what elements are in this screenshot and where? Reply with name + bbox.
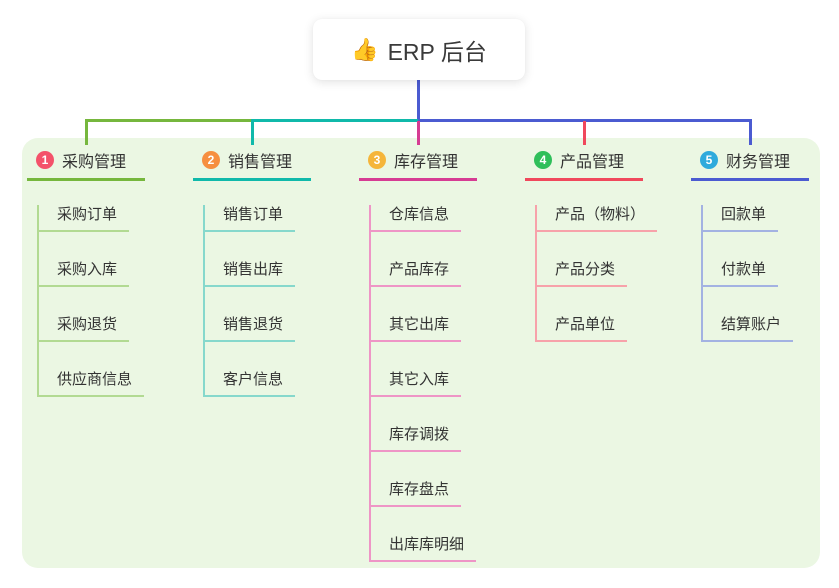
branch-title[interactable]: 5 财务管理 [691, 145, 809, 181]
branch-title[interactable]: 2 销售管理 [193, 145, 311, 181]
subtopic-付款单[interactable]: 付款单 [703, 260, 779, 287]
subtopic-客户信息[interactable]: 客户信息 [205, 370, 296, 397]
branch-number-badge: 5 [700, 151, 718, 169]
branch-财务管理: 5 财务管理 回款单付款单结算账户 [691, 145, 809, 342]
branch-drop-line-4 [583, 121, 586, 145]
subtopic-产品单位[interactable]: 产品单位 [537, 315, 628, 342]
subtopic-销售出库[interactable]: 销售出库 [205, 260, 296, 287]
subtopic-库存盘点[interactable]: 库存盘点 [371, 480, 462, 507]
branch-children: 回款单付款单结算账户 [701, 205, 794, 342]
root-topic-label: ERP 后台 [387, 38, 487, 65]
branch-drop-line-2 [251, 121, 254, 145]
branch-title[interactable]: 1 采购管理 [27, 145, 145, 181]
subtopic-结算账户[interactable]: 结算账户 [703, 315, 794, 342]
branch-title-label: 采购管理 [62, 154, 127, 171]
subtopic-采购订单[interactable]: 采购订单 [39, 205, 130, 232]
subtopic-仓库信息[interactable]: 仓库信息 [371, 205, 462, 232]
branch-drop-line-5 [749, 121, 752, 145]
branch-title-label: 产品管理 [560, 154, 625, 171]
subtopic-其它入库[interactable]: 其它入库 [371, 370, 462, 397]
branch-title[interactable]: 3 库存管理 [359, 145, 477, 181]
branch-title-label: 销售管理 [228, 154, 293, 171]
subtopic-供应商信息[interactable]: 供应商信息 [39, 370, 145, 397]
subtopic-产品分类[interactable]: 产品分类 [537, 260, 628, 287]
branch-number-badge: 4 [534, 151, 552, 169]
branch-产品管理: 4 产品管理 产品（物料） 产品分类产品单位 [525, 145, 658, 342]
root-connector-line [417, 80, 420, 121]
branch-title-label: 库存管理 [394, 154, 459, 171]
branch-children: 采购订单采购入库采购退货供应商信息 [37, 205, 145, 397]
branch-库存管理: 3 库存管理 仓库信息产品库存其它出库其它入库库存调拨库存盘点出库库明细 [359, 145, 477, 562]
root-topic-erp[interactable]: 👍 ERP 后台 [313, 19, 525, 80]
branch-销售管理: 2 销售管理 销售订单销售出库销售退货客户信息 [193, 145, 311, 397]
subtopic-采购退货[interactable]: 采购退货 [39, 315, 130, 342]
branch-children: 仓库信息产品库存其它出库其它入库库存调拨库存盘点出库库明细 [369, 205, 477, 562]
branch-children: 销售订单销售出库销售退货客户信息 [203, 205, 296, 397]
branch-children: 产品（物料） 产品分类产品单位 [535, 205, 658, 342]
subtopic-销售退货[interactable]: 销售退货 [205, 315, 296, 342]
subtopic-库存调拨[interactable]: 库存调拨 [371, 425, 462, 452]
bus-segment-teal [251, 119, 420, 122]
branch-number-badge: 3 [368, 151, 386, 169]
subtopic-产品（物料）[interactable]: 产品（物料） [537, 205, 658, 232]
branches-background-panel [22, 138, 820, 568]
branch-drop-line-1 [85, 121, 88, 145]
branch-title-label: 财务管理 [726, 154, 791, 171]
subtopic-回款单[interactable]: 回款单 [703, 205, 779, 232]
branch-number-badge: 1 [36, 151, 54, 169]
bus-segment-blue [418, 119, 752, 122]
subtopic-采购入库[interactable]: 采购入库 [39, 260, 130, 287]
subtopic-产品库存[interactable]: 产品库存 [371, 260, 462, 287]
subtopic-其它出库[interactable]: 其它出库 [371, 315, 462, 342]
thumbs-up-icon: 👍 [351, 36, 379, 62]
branch-采购管理: 1 采购管理 采购订单采购入库采购退货供应商信息 [27, 145, 145, 397]
branch-number-badge: 2 [202, 151, 220, 169]
branch-title[interactable]: 4 产品管理 [525, 145, 643, 181]
subtopic-出库库明细[interactable]: 出库库明细 [371, 535, 477, 562]
subtopic-销售订单[interactable]: 销售订单 [205, 205, 296, 232]
branch-drop-line-3 [417, 121, 420, 145]
